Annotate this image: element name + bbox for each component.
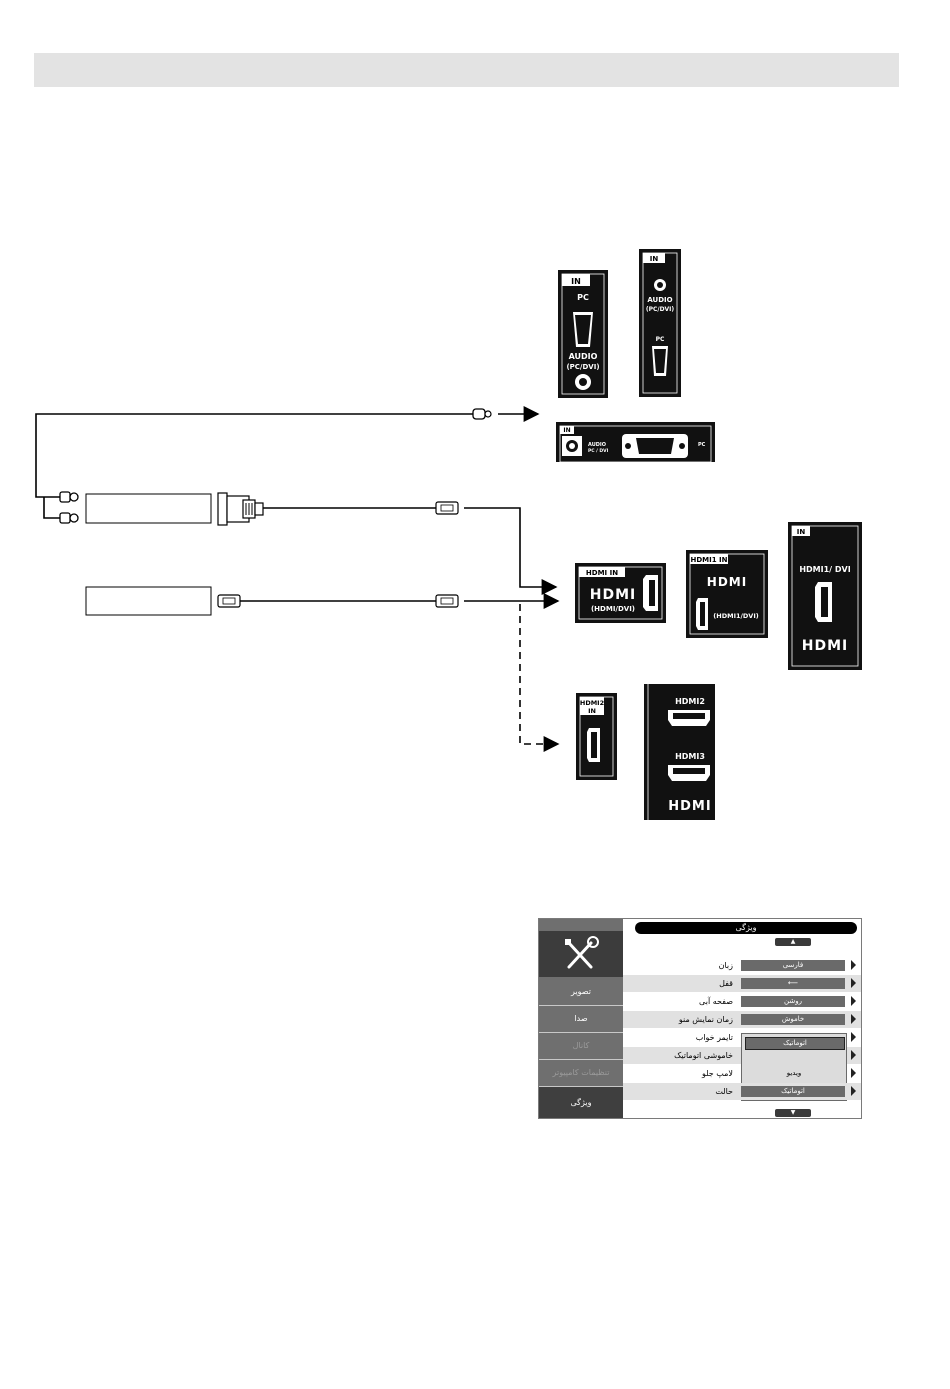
osd-row-label: قفل [719,979,733,988]
rca-plug-icon [59,512,79,524]
osd-row-label: زمان نمایش منو [678,1015,733,1024]
pc-audio-panel-vertical: IN PC AUDIO (PC/DVI) [558,270,608,398]
hdmi-logo: HDMI [802,638,848,654]
osd-row-menu-timeout[interactable]: زمان نمایش منو خاموش [623,1011,861,1028]
panel-audio-sub-label: (PC/DVI) [566,363,599,371]
osd-row-value: روشن [741,996,845,1007]
panel-in-label: IN [797,528,806,536]
osd-feature-menu: تصویر صدا کانال تنظیمات کامپیوتر ویژگی و… [538,918,862,1119]
osd-title: ویژگی [635,922,857,934]
arrow-right-icon [851,1014,856,1024]
hdmi1-dvi-panel: IN HDMI1/ DVI HDMI [788,522,862,670]
osd-sidebar-item-picture[interactable]: تصویر [539,979,623,1006]
hdmi-in-title: HDMI2 [580,699,604,707]
hdmi3-port-label: HDMI3 [675,752,705,761]
hdmi-plug-icon [435,594,459,608]
hdmi-in-title: HDMI IN [586,569,618,577]
osd-row-value: فارسی [741,960,845,971]
section-header-bar [34,53,899,87]
panel-in-label: IN [571,277,581,286]
rca-plug-icon [59,491,79,503]
tools-icon [539,931,623,977]
arrow-right-icon [851,1050,856,1060]
hdmi-in-title: HDMI1 IN [690,556,727,564]
hdmi-logo: HDMI [668,799,711,814]
hdmi2-hdmi3-panel: HDMI2 HDMI3 HDMI [644,684,715,820]
panel-in-label: IN [563,427,570,434]
osd-dropdown-option[interactable]: اتوماتیک [745,1037,845,1050]
osd-row-front-lamp[interactable]: لامپ جلو [623,1065,861,1082]
arrow-right-icon [851,1086,856,1096]
osd-row-blue-screen[interactable]: صفحه آبی روشن [623,993,861,1010]
hdmi-in-panel: HDMI IN HDMI (HDMI/DVI) [575,563,666,623]
osd-sidebar: تصویر صدا کانال تنظیمات کامپیوتر ویژگی [539,919,623,1118]
osd-sidebar-item-features[interactable]: ویژگی [539,1087,623,1118]
osd-row-label: خاموشی اتوماتیک [674,1051,733,1060]
source-device-box-bottom [85,586,212,616]
panel-in-label: IN [650,255,659,263]
mini-jack-plug-icon [472,408,492,420]
dvi-connector-icon [217,492,264,526]
hdmi-in-title-line2: IN [588,707,596,715]
osd-row-label: لامپ جلو [702,1069,733,1078]
arrow-right-icon [851,1068,856,1078]
panel-audio-sub-label: PC / DVI [588,448,609,454]
hdmi2-port-label: HDMI2 [675,697,705,706]
hdmi-title: HDMI1/ DVI [799,565,850,574]
hdmi-plug-icon [217,594,241,608]
osd-row-label: صفحه آبی [699,997,733,1006]
osd-row-label: تایمر خواب [695,1033,733,1042]
osd-row-language[interactable]: زبان فارسی [623,957,861,974]
arrow-right-icon [851,978,856,988]
hdmi-logo: HDMI [707,575,747,589]
arrow-right-icon [851,996,856,1006]
osd-row-label: حالت [715,1087,733,1096]
hdmi-plug-icon [435,501,459,515]
hdmi2-in-panel: HDMI2 IN [576,693,617,780]
hdmi1-in-panel: HDMI1 IN HDMI (HDMI1/DVI) [686,550,768,638]
panel-audio-label: AUDIO [647,296,672,304]
source-device-box-top [85,493,212,524]
hdmi-sub-label: (HDMI1/DVI) [713,612,758,620]
hdmi-sub-label: (HDMI/DVI) [591,605,635,613]
pc-audio-panel-narrow: IN AUDIO (PC/DVI) PC [639,249,681,397]
osd-row-mode[interactable]: حالت اتوماتیک [623,1083,861,1100]
panel-audio-label: AUDIO [569,352,598,361]
scroll-down-icon[interactable]: ▼ [775,1109,811,1117]
osd-row-label: زبان [718,961,733,970]
panel-pc-label: PC [698,442,706,448]
osd-dropdown-option[interactable]: ویدیو [786,1069,802,1077]
osd-sidebar-item-sound[interactable]: صدا [539,1006,623,1033]
osd-sidebar-item-channel[interactable]: کانال [539,1033,623,1060]
pc-audio-panel-horizontal: IN AUDIO PC / DVI PC [556,422,715,463]
panel-pc-label: PC [656,336,665,343]
osd-row-lock[interactable]: قفل ⟵ [623,975,861,992]
osd-row-value: اتوماتیک [741,1086,845,1097]
panel-audio-sub-label: (PC/DVI) [646,306,675,313]
connection-diagram: IN PC AUDIO (PC/DVI) IN AUDIO (PC/DVI) P… [35,249,862,820]
panel-audio-label: AUDIO [588,442,606,448]
osd-sidebar-item-pc-settings[interactable]: تنظیمات کامپیوتر [539,1060,623,1087]
arrow-right-icon [851,960,856,970]
scroll-up-icon[interactable]: ▲ [775,938,811,946]
arrow-right-icon [851,1032,856,1042]
panel-pc-label: PC [577,293,589,302]
osd-row-value: خاموش [741,1014,845,1025]
audio-cable [35,406,540,524]
enter-icon: ⟵ [741,978,845,989]
hdmi-logo: HDMI [590,587,636,603]
osd-row-sleep-timer[interactable]: تایمر خواب [623,1029,861,1046]
